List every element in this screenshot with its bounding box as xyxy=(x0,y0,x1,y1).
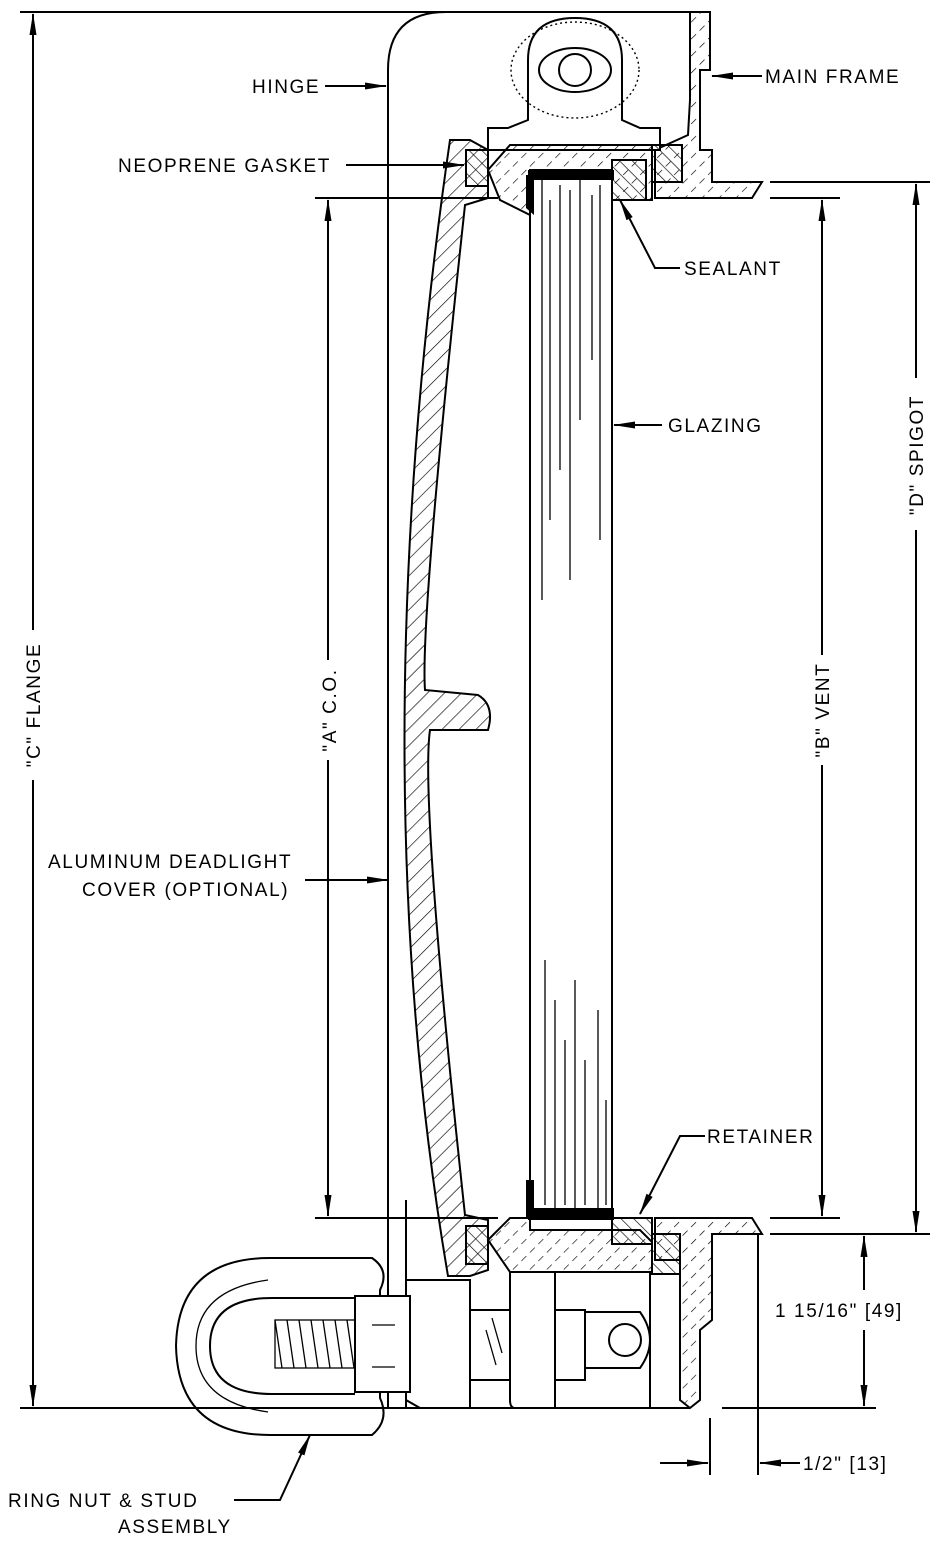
ring-nut-leader xyxy=(234,1434,311,1501)
main-frame-label: MAIN FRAME xyxy=(765,67,900,88)
stud-shaft xyxy=(354,1295,411,1393)
retainer-label: RETAINER xyxy=(707,1127,814,1148)
cover-label-line1: ALUMINUM DEADLIGHT xyxy=(48,852,292,873)
clevis-pin xyxy=(608,1323,642,1357)
spigot-dimension-label: "D" SPIGOT xyxy=(907,395,928,515)
top-gasket-right xyxy=(651,144,683,183)
sealant-leader xyxy=(619,199,680,269)
sealant-label: SEALANT xyxy=(684,259,782,280)
ring-nut-label-line1: RING NUT & STUD xyxy=(8,1491,198,1512)
gasket-top xyxy=(465,149,489,187)
hinge-label: HINGE xyxy=(252,77,320,98)
deadlight-cover xyxy=(403,139,491,1277)
height-dimension-label: 1 15/16" [49] xyxy=(775,1301,903,1322)
hinge-clevis xyxy=(487,16,661,151)
clear-opening-dimension-label: "A" C.O. xyxy=(320,668,341,751)
ring-nut-inner xyxy=(208,1297,355,1395)
gasket-bottom xyxy=(465,1225,489,1265)
hinge-pin xyxy=(558,53,592,87)
retainer-leader xyxy=(639,1135,705,1215)
top-retainer xyxy=(611,159,647,201)
ring-nut xyxy=(174,1257,385,1436)
ring-nut-inner-curve xyxy=(195,1279,269,1413)
flange-dimension-label: "C" FLANGE xyxy=(24,643,45,768)
neoprene-gasket-label: NEOPRENE GASKET xyxy=(118,156,331,177)
sealant-bottom xyxy=(526,1180,614,1220)
bottom-gasket-right xyxy=(651,1233,681,1275)
hinge-pin-socket xyxy=(538,47,612,93)
glazing-streaks xyxy=(541,180,607,1210)
hinge-swing-path xyxy=(510,21,640,119)
sealant-top xyxy=(526,170,614,215)
stud-body-right xyxy=(554,1309,586,1381)
thickness-dimension-label: 1/2" [13] xyxy=(803,1454,888,1475)
cover-label-line2: COVER (OPTIONAL) xyxy=(82,880,289,901)
ring-nut-label-line2: ASSEMBLY xyxy=(118,1517,232,1538)
glazing-label: GLAZING xyxy=(668,416,763,437)
lower-hinge-leaf xyxy=(405,1279,471,1409)
vent-dimension-label: "B" VENT xyxy=(813,663,834,758)
stud-thread xyxy=(274,1317,503,1369)
bottom-retainer xyxy=(611,1217,653,1245)
